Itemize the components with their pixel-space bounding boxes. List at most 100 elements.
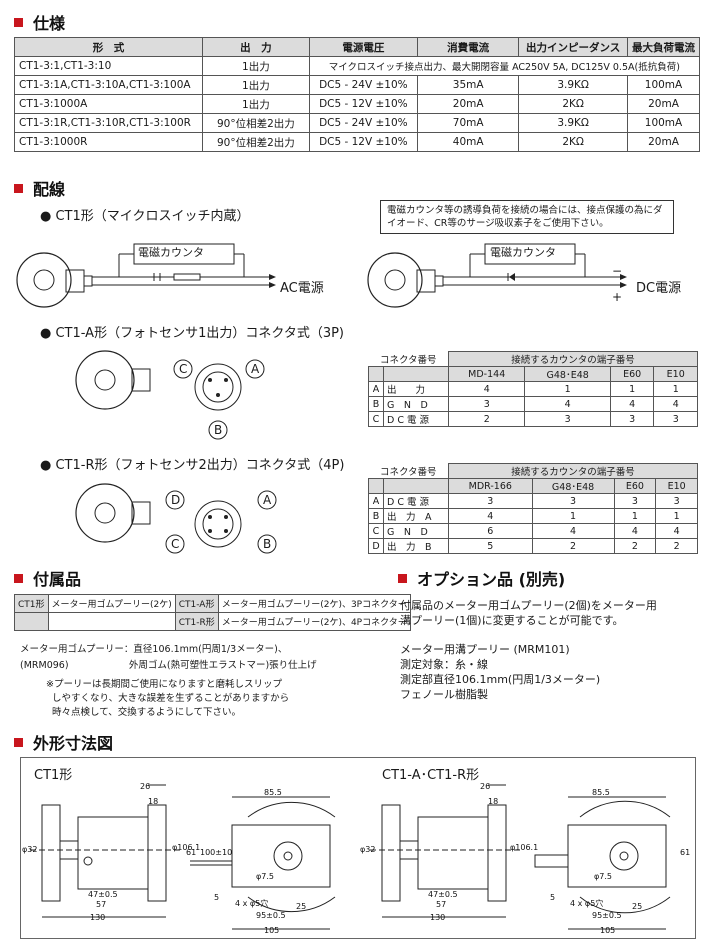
- table-row: CT1-3:1000A 1出力 DC5 - 12V ±10% 20mA 2KΩ …: [13, 94, 700, 114]
- dim-label: 100±10: [200, 848, 233, 857]
- model-header: MDR-166: [448, 478, 533, 494]
- pin-cell: D: [368, 538, 384, 554]
- section-title: 外形寸法図: [33, 734, 114, 753]
- pin-cell: C: [368, 523, 384, 539]
- section-title: 仕様: [33, 14, 66, 33]
- dim-label: 85.5: [592, 788, 610, 797]
- pin-label: B: [263, 537, 272, 551]
- cell-max-load: 100mA: [627, 75, 700, 95]
- cell-voltage: DC5 - 24V ±10%: [308, 75, 419, 95]
- table-row: CT1-3:1,CT1-3:10 1出力 マイクロスイッチ接点出力、最大開閉容量…: [13, 56, 701, 76]
- model-header: E60: [609, 366, 655, 382]
- dim-label: φ32: [360, 845, 376, 854]
- cell-model: CT1-3:1R,CT1-3:10R,CT1-3:100R: [13, 113, 204, 133]
- table-row: A D C 電 源 3 3 3 3: [368, 493, 698, 509]
- table-row: CT1-3:1A,CT1-3:10A,CT1-3:100A 1出力 DC5 - …: [13, 75, 700, 95]
- pulley-note: ※プーリーは長期間ご使用になりますと磨耗しスリップ しやすくなり、大きな誤差を生…: [46, 679, 290, 718]
- cell-max-load: 100mA: [627, 113, 700, 133]
- table-row: B 出 力 A 4 1 1 1: [368, 508, 698, 524]
- ct1-dc-wiring-diagram: [367, 243, 627, 308]
- acc-model-cell: CT1-R形: [174, 612, 219, 631]
- counter-label: 電磁カウンタ: [490, 246, 556, 259]
- cell-current: 35mA: [417, 75, 520, 95]
- section-title: 配線: [33, 180, 66, 199]
- section-dimensions: 外形寸法図: [14, 730, 113, 754]
- plus-sign: +: [612, 290, 623, 304]
- bullet-square: [14, 573, 23, 583]
- dim-label: 57: [436, 900, 447, 909]
- signal-cell: G N D: [383, 396, 449, 412]
- ct1-ac-wiring-diagram: [16, 243, 276, 308]
- value-cell: 2: [447, 411, 526, 427]
- dim-label: 61: [186, 848, 197, 857]
- pin-label: C: [179, 362, 188, 376]
- pin-label: C: [171, 537, 180, 551]
- dim-left-title: CT1形: [34, 768, 73, 783]
- value-cell: 4: [447, 381, 526, 397]
- spec-table: 形 式 出 力 電源電圧 消費電流 出力インピーダンス 最大負荷電流 CT1-3…: [13, 37, 701, 152]
- value-cell: 3: [524, 411, 611, 427]
- dim-label: φ7.5: [594, 872, 612, 881]
- signal-cell: 出 力: [383, 381, 449, 397]
- model-header: MD-144: [447, 366, 526, 382]
- section-accessories: 付属品: [14, 566, 81, 590]
- dim-label: 130: [90, 913, 106, 922]
- value-cell: 6: [448, 523, 533, 539]
- cell-current: 70mA: [417, 113, 520, 133]
- conn-label-header: コネクタ番号: [368, 463, 449, 479]
- value-cell: 2: [655, 538, 698, 554]
- bullet-square: [398, 573, 407, 583]
- value-cell: 2: [531, 538, 615, 554]
- ct1-wiring-title: ● CT1形（マイクロスイッチ内蔵）: [40, 209, 250, 224]
- value-cell: 4: [524, 396, 611, 412]
- dim-label: 18: [148, 797, 159, 806]
- dim-label: 47±0.5: [88, 890, 118, 899]
- spec-header: 出 力: [202, 37, 310, 57]
- signal-cell: 出 力 B: [383, 538, 449, 554]
- dim-label: 95±0.5: [592, 911, 622, 920]
- section-options: オプション品 (別売): [398, 566, 565, 590]
- dim-label: φ106.1: [510, 843, 539, 852]
- cell-impedance: 2KΩ: [518, 132, 628, 152]
- dim-label: 4 x φ5穴: [570, 899, 604, 908]
- value-cell: 1: [524, 381, 611, 397]
- dim-label: φ7.5: [256, 872, 274, 881]
- value-cell: 5: [448, 538, 533, 554]
- table-row: CT1形 メーター用ゴムプーリー(2ケ) CT1-A形 メーター用ゴムプーリー(…: [14, 594, 411, 613]
- value-cell: 3: [447, 396, 526, 412]
- pin-col: [368, 366, 384, 382]
- value-cell: 3: [531, 493, 615, 509]
- value-cell: 4: [609, 396, 655, 412]
- dimension-drawings: [30, 784, 671, 930]
- cell-impedance: 3.9KΩ: [518, 113, 628, 133]
- dim-label: 57: [96, 900, 107, 909]
- conn-label-header: コネクタ番号: [368, 351, 449, 367]
- signal-cell: G N D: [383, 523, 449, 539]
- value-cell: 4: [448, 508, 533, 524]
- pin-cell: A: [368, 381, 384, 397]
- value-cell: 4: [653, 396, 698, 412]
- dim-label: 47±0.5: [428, 890, 458, 899]
- value-cell: 3: [653, 411, 698, 427]
- signal-cell: 出 力 A: [383, 508, 449, 524]
- table-row: CT1-R形 メーター用ゴムプーリー(2ケ)、4Pコネクター: [14, 612, 411, 631]
- dim-label: 26: [140, 782, 151, 791]
- table-row: CT1-3:1000R 90°位相差2出力 DC5 - 12V ±10% 40m…: [13, 132, 700, 152]
- value-cell: 2: [613, 538, 657, 554]
- pin-cell: B: [368, 396, 384, 412]
- cell-current: 20mA: [417, 94, 520, 114]
- dim-label: 95±0.5: [256, 911, 286, 920]
- dim-label: 5: [214, 893, 220, 902]
- dim-label: 61: [680, 848, 691, 857]
- ct1a-wiring-title: ● CT1-A形（フォトセンサ1出力）コネクタ式（3P): [40, 326, 344, 341]
- dim-label: 26: [480, 782, 491, 791]
- cell-max-load: 20mA: [627, 132, 700, 152]
- ct1r-connector-diagram: [75, 483, 277, 554]
- cell-model: CT1-3:1000A: [13, 94, 204, 114]
- accessories-table: CT1形 メーター用ゴムプーリー(2ケ) CT1-A形 メーター用ゴムプーリー(…: [14, 594, 411, 631]
- model-header: E10: [655, 478, 698, 494]
- model-header: E10: [653, 366, 698, 382]
- dim-label: 25: [296, 902, 307, 911]
- bullet-square: [14, 17, 23, 27]
- table-row: D 出 力 B 5 2 2 2: [368, 538, 698, 554]
